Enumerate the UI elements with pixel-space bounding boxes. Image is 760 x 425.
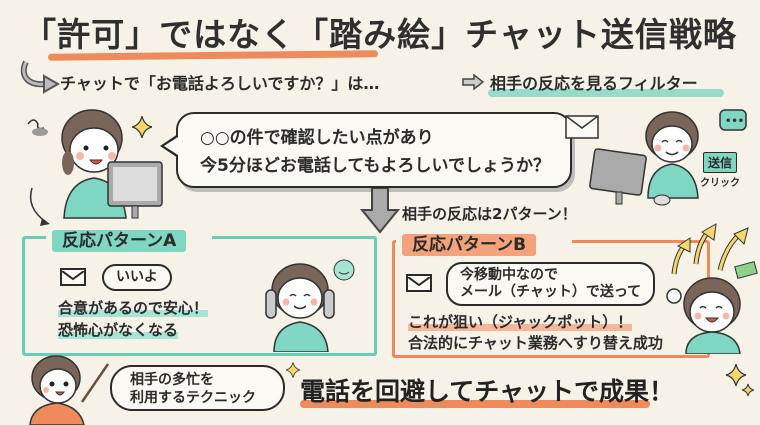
pattern-b-line-1-text: これが狙い（ジャックポット）！: [408, 313, 633, 331]
pattern-b-line-2-text: 合法的にチャット業務へすり替え成功: [408, 334, 663, 352]
pattern-b-reply-line-2: メール（チャット）で送って: [460, 284, 642, 300]
pattern-b-reply-bubble: 今移動中なので メール（チャット）で送って: [446, 262, 656, 306]
main-speech-bubble: ○○の件で確認したい点があり 今5分ほどお電話してもよろしいでしょうか？: [176, 112, 572, 188]
pattern-b-line-2: 合法的にチャット業務へすり替え成功: [408, 333, 663, 354]
pattern-a-line-1: 合意があるので安心！: [58, 298, 209, 319]
bubble-tail-inner: [164, 137, 178, 155]
celebrating-woman-illustration: [666, 223, 758, 354]
pattern-a-line-1-text: 合意があるので安心！: [58, 299, 209, 317]
pattern-a-reply-bubble: いいよ: [102, 264, 172, 291]
pattern-b-label: 反応パターンB: [402, 234, 537, 256]
page-title: 「許可」ではなく「踏み絵」チャット送信戦略: [23, 15, 737, 54]
send-button: 送信: [703, 152, 738, 173]
click-label: クリック: [700, 178, 740, 189]
conclusion-underline: [300, 400, 650, 408]
woman-with-pointer-illustration: [29, 355, 110, 425]
bubble-line-1: ○○の件で確認したい点があり: [200, 128, 434, 148]
woman-on-phone-illustration: [265, 259, 355, 352]
woman-at-computer-illustration: [27, 109, 163, 226]
tip-line-1: 相手の多忙を: [130, 372, 214, 388]
woman-sending-chat-illustration: •••: [565, 109, 747, 206]
tip-line-2: 利用するテクニック: [130, 390, 256, 406]
pattern-a-label: 反応パターンA: [52, 230, 187, 252]
sparkle-icon: [132, 116, 152, 138]
pattern-a-line-2-text: 恐怖心がなくなる: [58, 321, 179, 339]
envelope-icon: [406, 274, 432, 292]
curved-arrow-icon: [20, 60, 61, 94]
sparkle-icon: [725, 364, 754, 397]
pattern-b-line-1: これが狙い（ジャックポット）！: [408, 312, 633, 333]
tip-speech-bubble: 相手の多忙を 利用するテクニック: [110, 365, 285, 411]
branch-label: 相手の反応は2パターン！: [402, 205, 577, 223]
sparkle-icon: [286, 362, 300, 378]
bubble-line-2: 今5分ほどお電話してもよろしいでしょうか？: [200, 156, 550, 176]
pattern-b-reply-line-1: 今移動中なので: [460, 267, 558, 283]
conclusion-text: 電話を回避してチャットで成果！: [300, 377, 675, 406]
svg-text:•••: •••: [725, 116, 744, 127]
envelope-icon: [60, 268, 86, 286]
subheader-right: 相手の反応を見るフィルター: [490, 74, 698, 93]
pattern-a-line-2: 恐怖心がなくなる: [58, 320, 179, 341]
subheader-highlight: [488, 89, 724, 97]
down-arrow-icon: [360, 188, 400, 234]
right-arrow-icon: [462, 74, 484, 90]
subheader-left: チャットで「お電話よろしいですか？」は…: [60, 74, 380, 93]
